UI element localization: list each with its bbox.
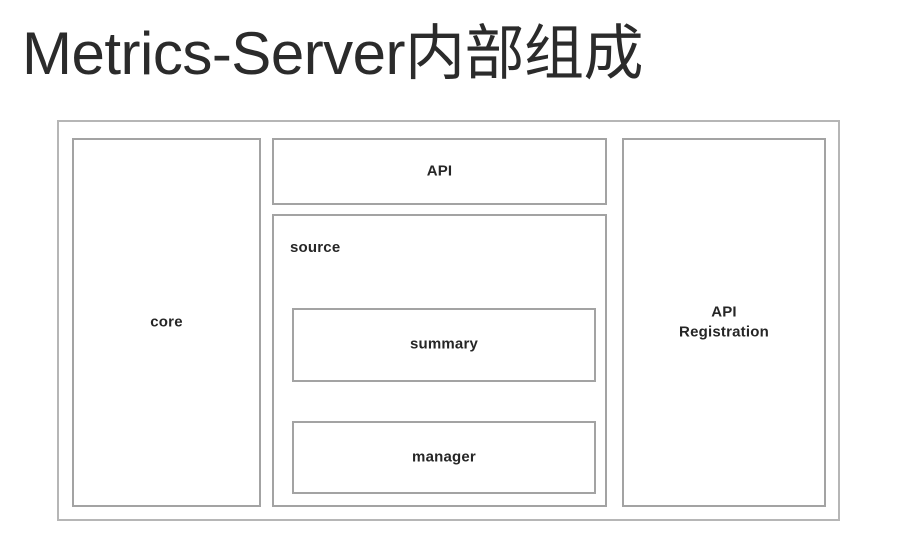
manager-label: manager <box>412 448 476 466</box>
core-label: core <box>150 313 183 331</box>
api-registration-box[interactable]: API Registration <box>622 138 826 507</box>
api-registration-label-line1: API <box>711 302 737 320</box>
diagram-container: core API source summary manager API Regi… <box>57 120 840 521</box>
api-label: API <box>426 162 453 180</box>
source-label: source <box>290 239 341 256</box>
api-box[interactable]: API <box>272 138 607 205</box>
page-title: Metrics-Server内部组成 <box>22 20 644 87</box>
summary-label: summary <box>409 335 479 353</box>
api-registration-label: API Registration <box>624 302 824 343</box>
manager-box[interactable]: manager <box>292 421 596 494</box>
source-box[interactable]: source summary manager <box>272 214 607 507</box>
summary-box[interactable]: summary <box>292 308 596 382</box>
core-box[interactable]: core <box>72 138 261 507</box>
api-registration-label-line2: Registration <box>679 323 769 341</box>
